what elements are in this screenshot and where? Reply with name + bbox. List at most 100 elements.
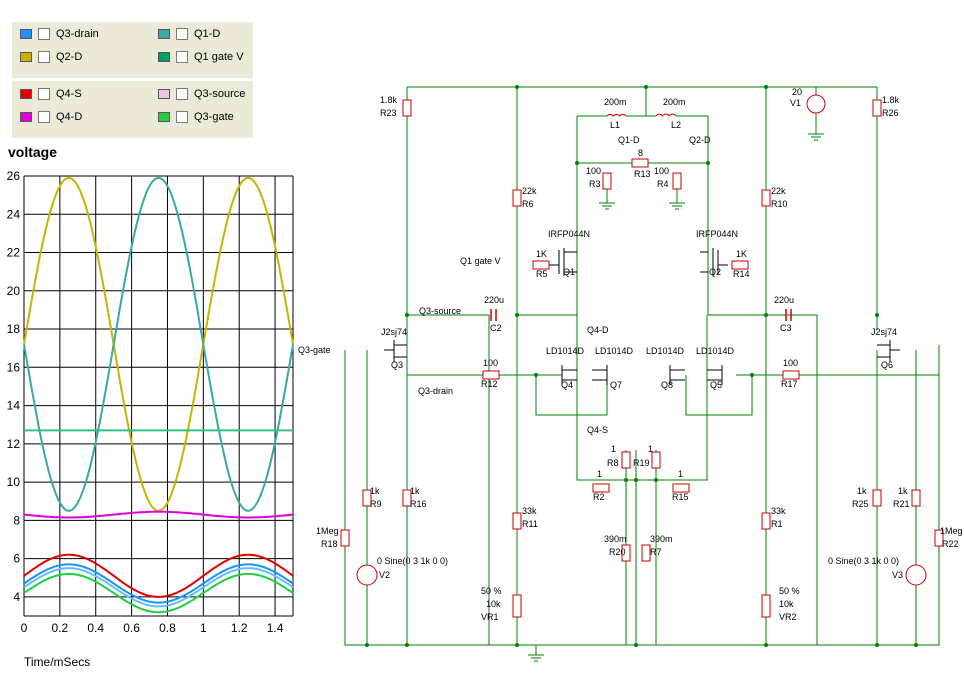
y-tick-label: 8 (13, 513, 20, 527)
legend-checkbox[interactable] (38, 88, 50, 100)
label-vr2-pct: 50 % (779, 586, 800, 596)
inductor-l2 (655, 113, 677, 117)
ground-r3 (599, 189, 615, 210)
series-line-q4-d (23, 510, 294, 519)
probe-q1-gate-v: Q1 gate V (460, 256, 501, 266)
label-c3-val: 220u (774, 295, 794, 305)
legend-item-q2-d[interactable]: Q2-D (20, 49, 82, 65)
label-r12-val: 100 (483, 358, 498, 368)
legend-swatch (158, 29, 170, 39)
legend-label: Q3-source (194, 88, 246, 100)
legend-checkbox[interactable] (38, 111, 50, 123)
resistor-r17 (782, 370, 800, 380)
label-q1: Q1 (563, 267, 575, 277)
label-r18: R18 (321, 539, 338, 549)
label-q5-type: LD1014D (696, 346, 735, 356)
legend-item-q3-gate[interactable]: Q3-gate (158, 109, 234, 125)
label-q3-type: J2sj74 (381, 327, 407, 337)
label-q4-type: LD1014D (546, 346, 585, 356)
chart-series-group (23, 176, 294, 614)
y-tick-label: 26 (7, 169, 21, 183)
legend-checkbox[interactable] (38, 28, 50, 40)
mosfet-q4 (561, 365, 577, 385)
label-r9: R9 (370, 499, 382, 509)
label-c2-val: 220u (484, 295, 504, 305)
resistor-r11 (512, 512, 522, 530)
label-r21-val: 1k (898, 486, 908, 496)
legend-item-q4-s[interactable]: Q4-S (20, 86, 82, 102)
label-q3: Q3 (391, 360, 403, 370)
label-r26: R26 (882, 108, 899, 118)
y-tick-label: 10 (7, 475, 21, 489)
x-tick-label: 1 (200, 621, 207, 635)
x-tick-label: 0.6 (123, 621, 140, 635)
label-r19-val: 1 (648, 444, 653, 454)
legend-swatch (20, 52, 32, 62)
x-tick-label: 0.8 (159, 621, 176, 635)
y-tick-label: 18 (7, 322, 21, 336)
resistor-r12 (482, 370, 500, 380)
label-r15: R15 (672, 492, 689, 502)
label-r3: R3 (589, 179, 601, 189)
voltage-source-v1 (806, 94, 826, 114)
legend-label: Q1-D (194, 28, 221, 40)
legend-item-q1-d[interactable]: Q1-D (158, 26, 220, 42)
legend-item-q3-drain[interactable]: Q3-drain (20, 26, 99, 42)
component-labels: 1.8k R23 1.8k R26 20 V1 200m L1 200m L2 … (298, 87, 963, 622)
label-r9-val: 1k (370, 486, 380, 496)
x-axis-label: Time/mSecs (24, 655, 90, 669)
label-c3: C3 (780, 323, 792, 333)
legend-label: Q4-S (56, 88, 82, 100)
legend-swatch (20, 29, 32, 39)
label-r8: R8 (607, 458, 619, 468)
probe-q1-d: Q1-D (618, 135, 640, 145)
series-line-q3-gate (23, 572, 294, 614)
legend-label: Q3-drain (56, 28, 99, 40)
label-v1: V1 (790, 98, 801, 108)
series-line-q2-d (23, 176, 294, 512)
legend-checkbox[interactable] (176, 51, 188, 63)
legend-item-q4-d[interactable]: Q4-D (20, 109, 82, 125)
legend-checkbox[interactable] (38, 51, 50, 63)
label-r8-val: 1 (611, 444, 616, 454)
label-r22-val: 1Meg (940, 526, 963, 536)
resistor-r20 (621, 544, 631, 562)
label-r25: R25 (852, 499, 869, 509)
y-tick-label: 24 (7, 207, 21, 221)
label-r14-val: 1K (736, 249, 747, 259)
resistor-r1 (761, 512, 771, 530)
label-v2: V2 (379, 570, 390, 580)
inductors (606, 113, 677, 117)
label-r2: R2 (593, 492, 605, 502)
label-vr1-val: 10k (486, 599, 501, 609)
label-r19: R19 (633, 458, 650, 468)
probe-q4-d: Q4-D (587, 325, 609, 335)
legend-checkbox[interactable] (176, 111, 188, 123)
ground-main (528, 645, 544, 662)
legend-item-q3-source[interactable]: Q3-source (158, 86, 245, 102)
ground-v1 (808, 114, 824, 141)
legend-item-q1-gate-v[interactable]: Q1 gate V (158, 49, 244, 65)
legend-label: Q2-D (56, 51, 83, 63)
label-q1-type: IRFP044N (548, 229, 590, 239)
resistor-r16 (402, 489, 412, 507)
resistor-r19 (651, 451, 661, 469)
label-q8-type: LD1014D (646, 346, 685, 356)
label-r4: R4 (657, 179, 669, 189)
label-r5-val: 1K (536, 249, 547, 259)
label-r17-val: 100 (783, 358, 798, 368)
resistors (340, 99, 944, 618)
legend-checkbox[interactable] (176, 28, 188, 40)
label-r16-val: 1k (410, 486, 420, 496)
label-l2-val: 200m (663, 97, 686, 107)
label-vr2: VR2 (779, 612, 797, 622)
label-r26-val: 1.8k (882, 95, 900, 105)
legend-separator (12, 78, 253, 81)
chart-grid (23, 175, 294, 617)
resistor-r7 (641, 544, 651, 562)
inductor-l1 (606, 113, 627, 117)
legend-checkbox[interactable] (176, 88, 188, 100)
label-c2: C2 (490, 323, 502, 333)
